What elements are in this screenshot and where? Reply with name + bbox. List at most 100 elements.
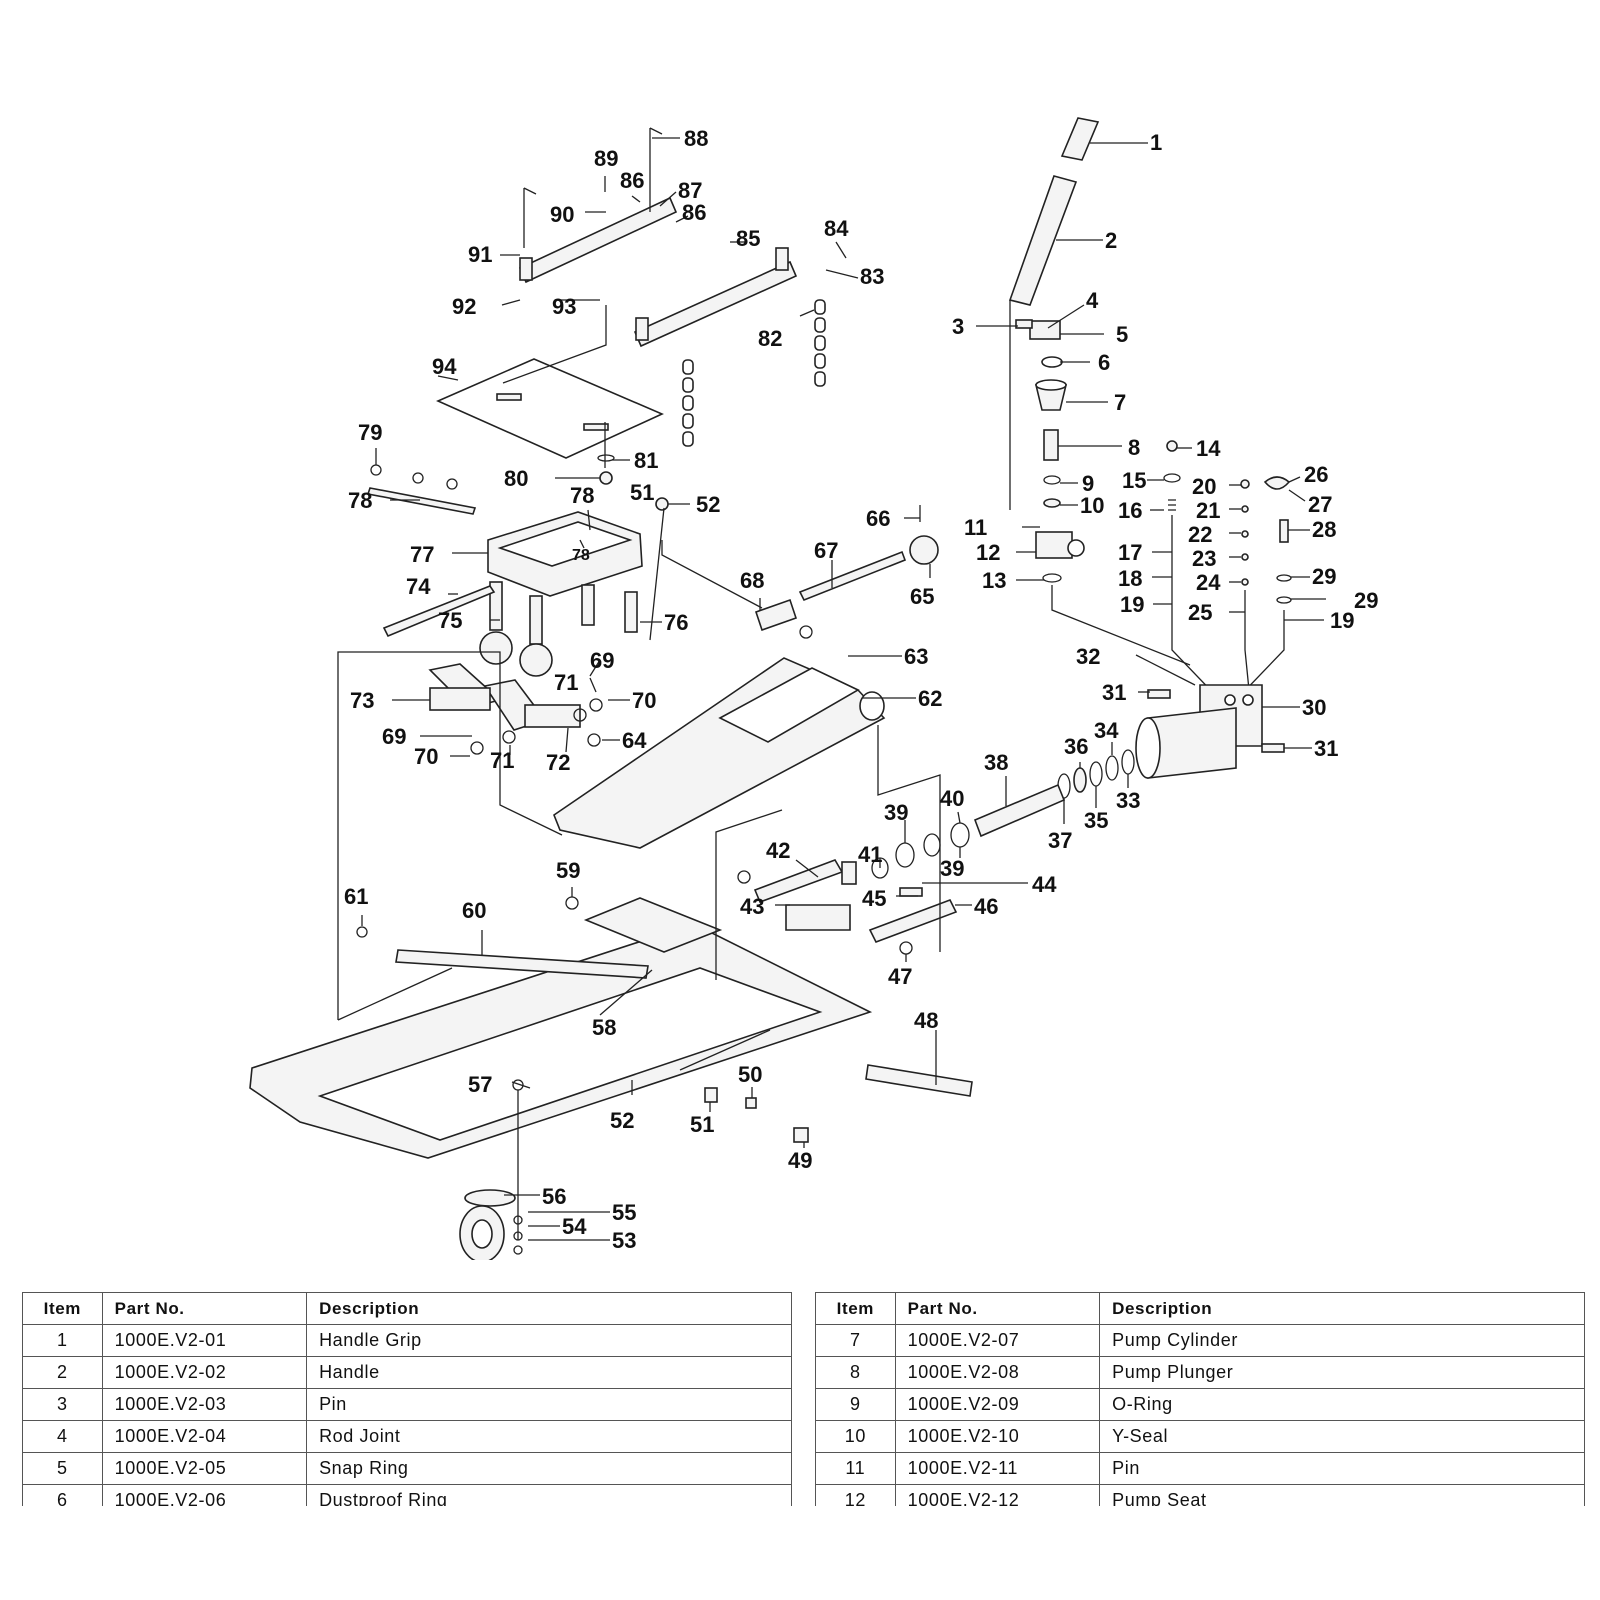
callout-label: 62 <box>918 686 942 711</box>
table-row: 8 1000E.V2-08 Pump Plunger <box>815 1356 1585 1389</box>
callout-label: 16 <box>1118 498 1142 523</box>
callout-label: 71 <box>490 748 514 773</box>
callout-label: 9 <box>1082 471 1094 496</box>
callout-label: 51 <box>690 1112 714 1137</box>
cell-description: Pin <box>1099 1452 1585 1485</box>
cell-part-no: 1000E.V2-12 <box>894 1484 1101 1506</box>
cell-description: Snap Ring <box>306 1452 792 1485</box>
callout-label: 65 <box>910 584 934 609</box>
cell-part-no: 1000E.V2-06 <box>101 1484 308 1506</box>
cell-item: 8 <box>815 1356 896 1389</box>
callout-label: 37 <box>1048 828 1072 853</box>
callout-label: 78 <box>348 488 372 513</box>
callout-label: 8 <box>1128 435 1140 460</box>
callout-label: 21 <box>1196 498 1220 523</box>
callout-label: 72 <box>546 750 570 775</box>
table-row: 7 1000E.V2-07 Pump Cylinder <box>815 1324 1585 1357</box>
callout-label: 6 <box>1098 350 1110 375</box>
callout-label: 20 <box>1192 474 1216 499</box>
column-header-item: Item <box>815 1292 896 1325</box>
callout-label: 70 <box>632 688 656 713</box>
callout-label: 51 <box>630 480 654 505</box>
callout-label: 13 <box>982 568 1006 593</box>
cell-description: Dustproof Ring <box>306 1484 792 1506</box>
callout-label: 39 <box>884 800 908 825</box>
callout-label: 92 <box>452 294 476 319</box>
table-row: 4 1000E.V2-04 Rod Joint <box>22 1420 792 1453</box>
cell-item: 7 <box>815 1324 896 1357</box>
lift-arm <box>553 657 886 849</box>
cell-description: O-Ring <box>1099 1388 1585 1421</box>
callout-label: 56 <box>542 1184 566 1209</box>
table-row: 5 1000E.V2-05 Snap Ring <box>22 1452 792 1485</box>
cell-item: 3 <box>22 1388 103 1421</box>
callout-label: 94 <box>432 354 457 379</box>
column-header-item: Item <box>22 1292 103 1325</box>
callout-label: 82 <box>758 326 782 351</box>
callout-label: 32 <box>1076 644 1100 669</box>
handle-grip <box>1060 117 1100 161</box>
parts-list: Item Part No. Description 1 1000E.V2-01 … <box>0 1292 1600 1506</box>
callout-label: 17 <box>1118 540 1142 565</box>
callout-label: 87 <box>678 178 702 203</box>
callout-label: 33 <box>1116 788 1140 813</box>
callout-label: 69 <box>382 724 406 749</box>
callout-label: 88 <box>684 126 708 151</box>
callout-label: 59 <box>556 858 580 883</box>
saddle-frame <box>487 511 643 597</box>
cell-part-no: 1000E.V2-05 <box>101 1452 308 1485</box>
callout-label: 89 <box>594 146 618 171</box>
callout-label: 66 <box>866 506 890 531</box>
callout-label: 1 <box>1150 130 1162 155</box>
column-header-part-no: Part No. <box>101 1292 308 1325</box>
callout-label: 29 <box>1312 564 1336 589</box>
callout-label: 24 <box>1196 570 1221 595</box>
front-link <box>395 949 649 979</box>
callout-label: 41 <box>858 842 882 867</box>
callout-label: 74 <box>406 574 431 599</box>
callout-label: 52 <box>696 492 720 517</box>
table-row: 11 1000E.V2-11 Pin <box>815 1452 1585 1485</box>
callout-label: 4 <box>1086 288 1099 313</box>
cell-item: 9 <box>815 1388 896 1421</box>
pump-seat <box>1035 531 1085 559</box>
callout-label: 7 <box>1114 390 1126 415</box>
safety-chain-right <box>814 299 826 387</box>
callout-label: 19 <box>1120 592 1144 617</box>
callout-label: 50 <box>738 1062 762 1087</box>
table-row: 6 1000E.V2-06 Dustproof Ring <box>22 1484 792 1506</box>
callout-label: 78 <box>572 547 590 564</box>
callout-label: 28 <box>1312 517 1336 542</box>
cell-part-no: 1000E.V2-02 <box>101 1356 308 1389</box>
callout-label: 39 <box>940 856 964 881</box>
table-row: 1 1000E.V2-01 Handle Grip <box>22 1324 792 1357</box>
callout-label: 75 <box>438 608 462 633</box>
callout-label: 60 <box>462 898 486 923</box>
callout-label: 45 <box>862 886 886 911</box>
callout-label: 76 <box>664 610 688 635</box>
callout-label: 19 <box>1330 608 1354 633</box>
callout-label: 38 <box>984 750 1008 775</box>
callout-label: 2 <box>1105 228 1117 253</box>
callout-label: 67 <box>814 538 838 563</box>
parts-table-right: Item Part No. Description 7 1000E.V2-07 … <box>815 1292 1585 1506</box>
parts-table-left: Item Part No. Description 1 1000E.V2-01 … <box>22 1292 792 1506</box>
callout-label: 64 <box>622 728 647 753</box>
callout-label: 78 <box>570 483 594 508</box>
pump-cylinder <box>1034 379 1068 411</box>
callout-label: 69 <box>590 648 614 673</box>
callout-label: 40 <box>940 786 964 811</box>
callout-label: 14 <box>1196 436 1221 461</box>
o-ring <box>1043 475 1061 485</box>
callout-label: 34 <box>1094 718 1119 743</box>
callout-label: 63 <box>904 644 928 669</box>
callout-label: 80 <box>504 466 528 491</box>
cell-description: Pin <box>306 1388 792 1421</box>
table-row: 9 1000E.V2-09 O-Ring <box>815 1388 1585 1421</box>
callout-label: 23 <box>1192 546 1216 571</box>
callout-label: 36 <box>1064 734 1088 759</box>
callout-label: 68 <box>740 568 764 593</box>
cell-item: 4 <box>22 1420 103 1453</box>
pump-plunger <box>1043 429 1059 461</box>
column-header-description: Description <box>1099 1292 1585 1325</box>
